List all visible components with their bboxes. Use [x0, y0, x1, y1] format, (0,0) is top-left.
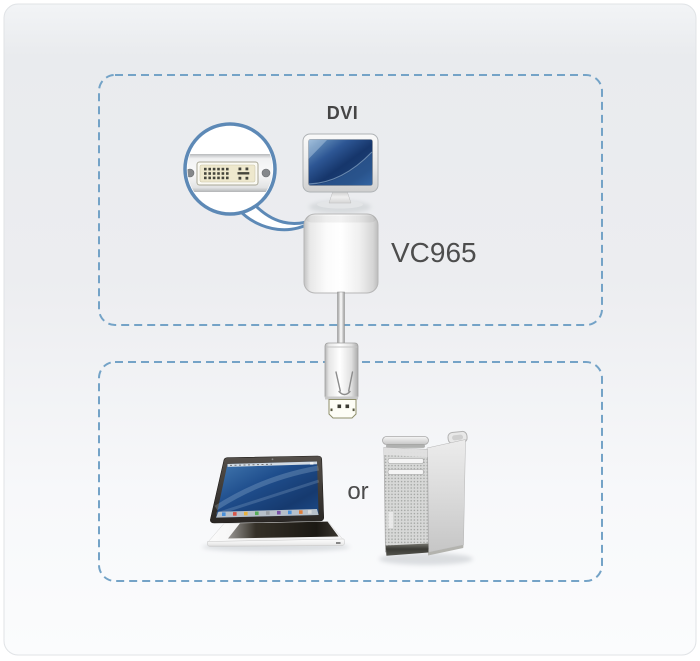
laptop-front-edge	[207, 538, 345, 547]
menu-extra-icon	[310, 462, 314, 465]
screen-highlight	[308, 140, 327, 159]
plug-housing	[324, 342, 359, 400]
desktop-tower-icon	[379, 430, 473, 565]
optical-drive-slot	[387, 469, 424, 475]
keyboard-reflection	[228, 521, 339, 539]
tower-top-band	[384, 447, 428, 457]
callout-content	[187, 154, 273, 192]
tower-side-panel	[426, 439, 466, 553]
menu-bar	[227, 461, 318, 467]
adapter-body	[303, 213, 379, 294]
tower-side-foot	[428, 545, 464, 556]
dvi-pins	[204, 167, 250, 180]
plug-collar	[325, 396, 358, 400]
plug-latch-left	[330, 408, 333, 412]
tower-foot	[385, 543, 429, 556]
screw-left-icon	[187, 168, 195, 178]
adapter-cable	[337, 291, 345, 347]
dvi-label: DVI	[326, 103, 359, 123]
dvi-port-closeup-icon	[183, 122, 317, 232]
monitor-stand	[328, 190, 352, 204]
laptop-port	[336, 542, 341, 544]
tower-rear-handle-hole	[452, 434, 464, 441]
screen-arc	[308, 151, 373, 185]
screen-glow	[309, 153, 372, 185]
wallpaper-swirl	[216, 479, 320, 516]
monitor-screen	[308, 139, 373, 186]
displayport-plug-icon	[324, 342, 359, 419]
tower-label-strip	[388, 512, 393, 528]
plug-metal-tip	[328, 399, 357, 419]
plug-pin	[345, 404, 350, 409]
plug-emblem	[335, 371, 354, 396]
vc965-adapter-icon	[303, 213, 379, 294]
adapter-top-shade	[306, 215, 376, 223]
monitor-base	[317, 200, 363, 209]
tower-handle-gap	[386, 444, 425, 448]
optical-drive-slot	[387, 458, 424, 464]
camera-dot	[271, 458, 274, 461]
display-section-box	[98, 74, 603, 326]
card-background	[3, 3, 697, 656]
dvi-monitor-icon	[302, 133, 379, 214]
laptop-screen	[216, 461, 319, 518]
or-label: or	[347, 478, 369, 505]
plug-pin	[337, 404, 342, 409]
tower-front-handle	[382, 436, 429, 445]
screw-right-icon	[261, 168, 271, 178]
dock-icons	[222, 510, 312, 516]
tower-shadow	[379, 553, 473, 565]
model-label: VC965	[391, 237, 477, 268]
wallpaper-swirl	[214, 465, 319, 511]
plug-latch-right	[352, 408, 355, 412]
laptop-icon	[202, 455, 350, 552]
